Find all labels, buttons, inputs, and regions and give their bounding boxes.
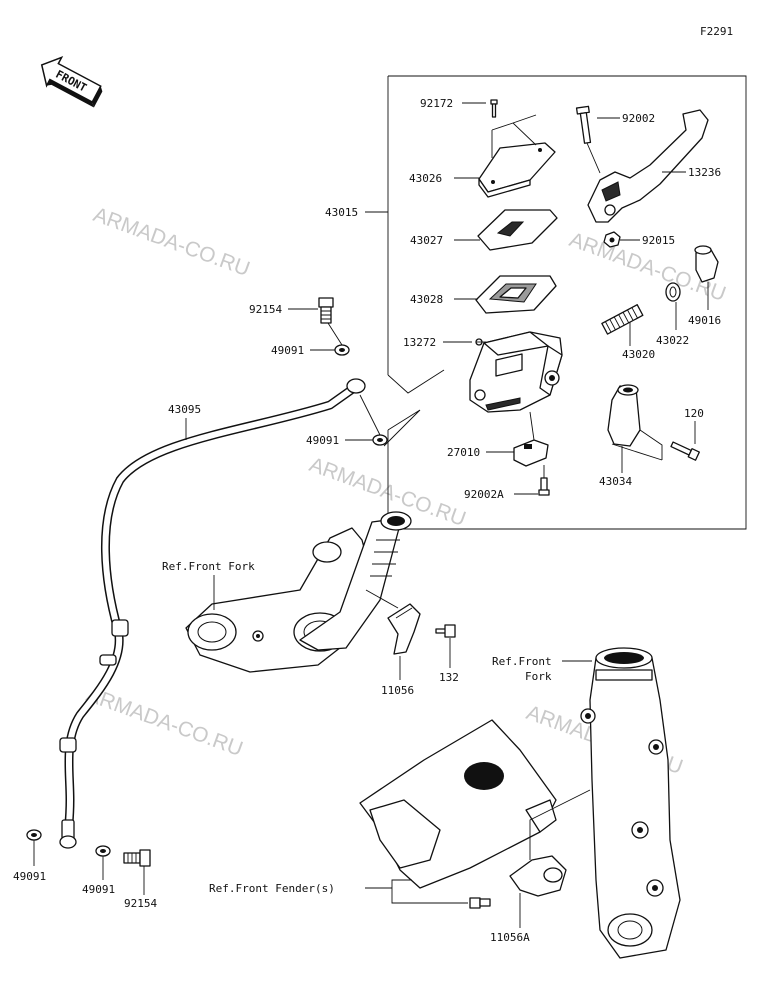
callout-49091-d: 49091 [82, 883, 115, 896]
leader-92002 [586, 117, 620, 174]
callout-49016: 49016 [688, 314, 721, 327]
clamp-11056A [509, 855, 567, 897]
screw-92002A [538, 477, 550, 496]
callout-11056: 11056 [381, 684, 414, 697]
bolt-axis-top [327, 322, 381, 436]
callout-43020: 43020 [622, 348, 655, 361]
callout-92172: 92172 [420, 97, 453, 110]
callout-11056A: 11056A [490, 931, 530, 944]
bolt-120 [670, 441, 700, 461]
watermark-1: ARMADA-CO.RU [90, 203, 252, 281]
screw-92172 [490, 99, 498, 118]
ref-front-fork-right-line2: Fork [525, 670, 552, 683]
banjo-bolt-92154-bottom [123, 849, 151, 867]
boot-49016 [694, 245, 719, 283]
leader-27010 [486, 411, 535, 453]
assembly-box-43015 [387, 75, 747, 530]
master-cylinder-body [469, 331, 563, 413]
screw-13272 [475, 338, 486, 346]
diaphragm-plate-43027 [477, 209, 558, 251]
ref-front-fork-top: Ref.Front Fork [162, 560, 255, 573]
watermark-4: ARMADA-CO.RU [83, 683, 245, 761]
clamp-43034 [607, 384, 641, 447]
circlip-43022 [665, 282, 681, 302]
leader-92002A [514, 465, 545, 495]
ref-front-fork-right-line1: Ref.Front [492, 655, 552, 668]
washer-49091-d [95, 845, 111, 857]
callout-43095: 43095 [168, 403, 201, 416]
callout-13236: 13236 [688, 166, 721, 179]
leader-ref-front-fender [365, 879, 468, 904]
callout-43026: 43026 [409, 172, 442, 185]
assembly-link-line [383, 369, 445, 447]
steering-stem-ref-front-fork [185, 511, 412, 673]
callout-92002: 92002 [622, 112, 655, 125]
piston-43020 [601, 304, 644, 335]
bolt-132 [435, 624, 456, 638]
callout-27010: 27010 [447, 446, 480, 459]
callout-92015: 92015 [642, 234, 675, 247]
callout-92002A: 92002A [464, 488, 504, 501]
nut-92015 [603, 231, 621, 248]
front-fork-leg [580, 647, 681, 959]
callout-43015: 43015 [325, 206, 358, 219]
callout-13272: 13272 [403, 336, 436, 349]
callout-92154-bottom: 92154 [124, 897, 157, 910]
callout-49091-b: 49091 [306, 434, 339, 447]
callout-43034: 43034 [599, 475, 632, 488]
bolt-92002 [575, 105, 592, 144]
leader-43034 [611, 429, 663, 473]
callout-43027: 43027 [410, 234, 443, 247]
leader-11056 [365, 589, 401, 680]
reservoir-cap-43026 [478, 142, 556, 198]
callout-92154-top: 92154 [249, 303, 282, 316]
clamp-11056 [387, 603, 421, 655]
front-arrow-sign: FRONT [40, 56, 103, 108]
leader-11056A [519, 789, 591, 928]
ref-front-fender: Ref.Front Fender(s) [209, 882, 335, 895]
callout-49091-a: 49091 [271, 344, 304, 357]
diaphragm-43028 [475, 275, 557, 314]
callout-120: 120 [684, 407, 704, 420]
front-fender-bracket [359, 719, 557, 889]
callout-132: 132 [439, 671, 459, 684]
callout-43028: 43028 [410, 293, 443, 306]
bolt-fender-clamp [469, 897, 491, 909]
washer-49091-b [372, 434, 388, 446]
brake-hose-43095 [59, 378, 366, 849]
callout-43022: 43022 [656, 334, 689, 347]
washer-49091-c [26, 829, 42, 841]
switch-27010 [513, 439, 549, 467]
brake-lever-13236 [587, 109, 709, 223]
washer-49091-a [334, 344, 350, 356]
leader-43026 [454, 114, 537, 179]
diagram-code: F2291 [700, 25, 733, 38]
banjo-bolt-92154-top [318, 297, 334, 324]
callout-49091-c: 49091 [13, 870, 46, 883]
